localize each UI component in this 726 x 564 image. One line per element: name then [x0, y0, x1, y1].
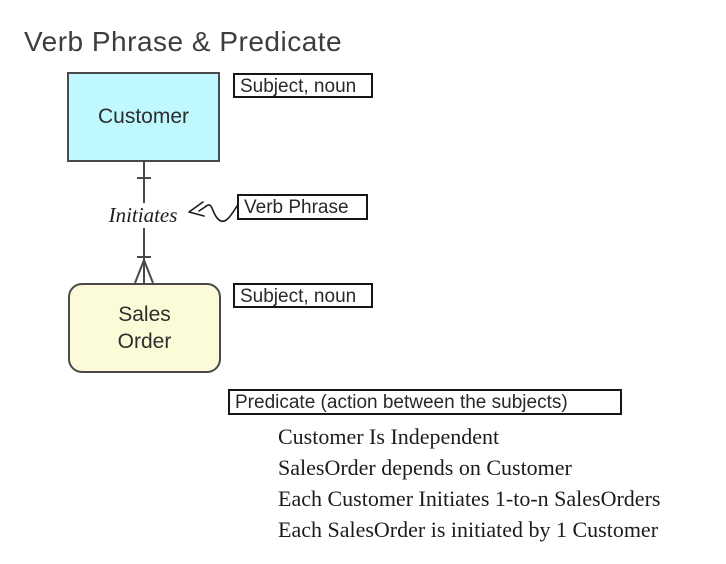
entity-sales-order-label: Sales Order: [117, 303, 172, 353]
predicate-sentence-3: Each Customer Initiates 1-to-n SalesOrde…: [278, 486, 661, 511]
predicate-sentences: Customer Is Independent SalesOrder depen…: [278, 421, 660, 545]
callout-verb-phrase: Verb Phrase: [237, 194, 368, 220]
entity-customer-label: Customer: [97, 105, 190, 128]
callout-subject-noun-bottom: Subject, noun: [233, 283, 373, 308]
predicate-sentence-1: Customer Is Independent: [278, 424, 500, 449]
crow-foot-many-icon: [134, 257, 154, 284]
page-title: Verb Phrase & Predicate: [24, 26, 343, 57]
predicate-sentence-2: SalesOrder depends on Customer: [278, 455, 572, 480]
entity-sales-order: Sales Order: [68, 283, 221, 373]
callout-subject-noun-top: Subject, noun: [233, 73, 373, 98]
verb-phrase-squiggle-arrow-icon: [188, 201, 238, 223]
entity-customer: Customer: [67, 72, 220, 162]
relationship-verb-phrase-label: Initiates: [101, 203, 185, 228]
predicate-sentence-4: Each SalesOrder is initiated by 1 Custom…: [278, 517, 659, 542]
callout-predicate: Predicate (action between the subjects): [228, 389, 622, 415]
